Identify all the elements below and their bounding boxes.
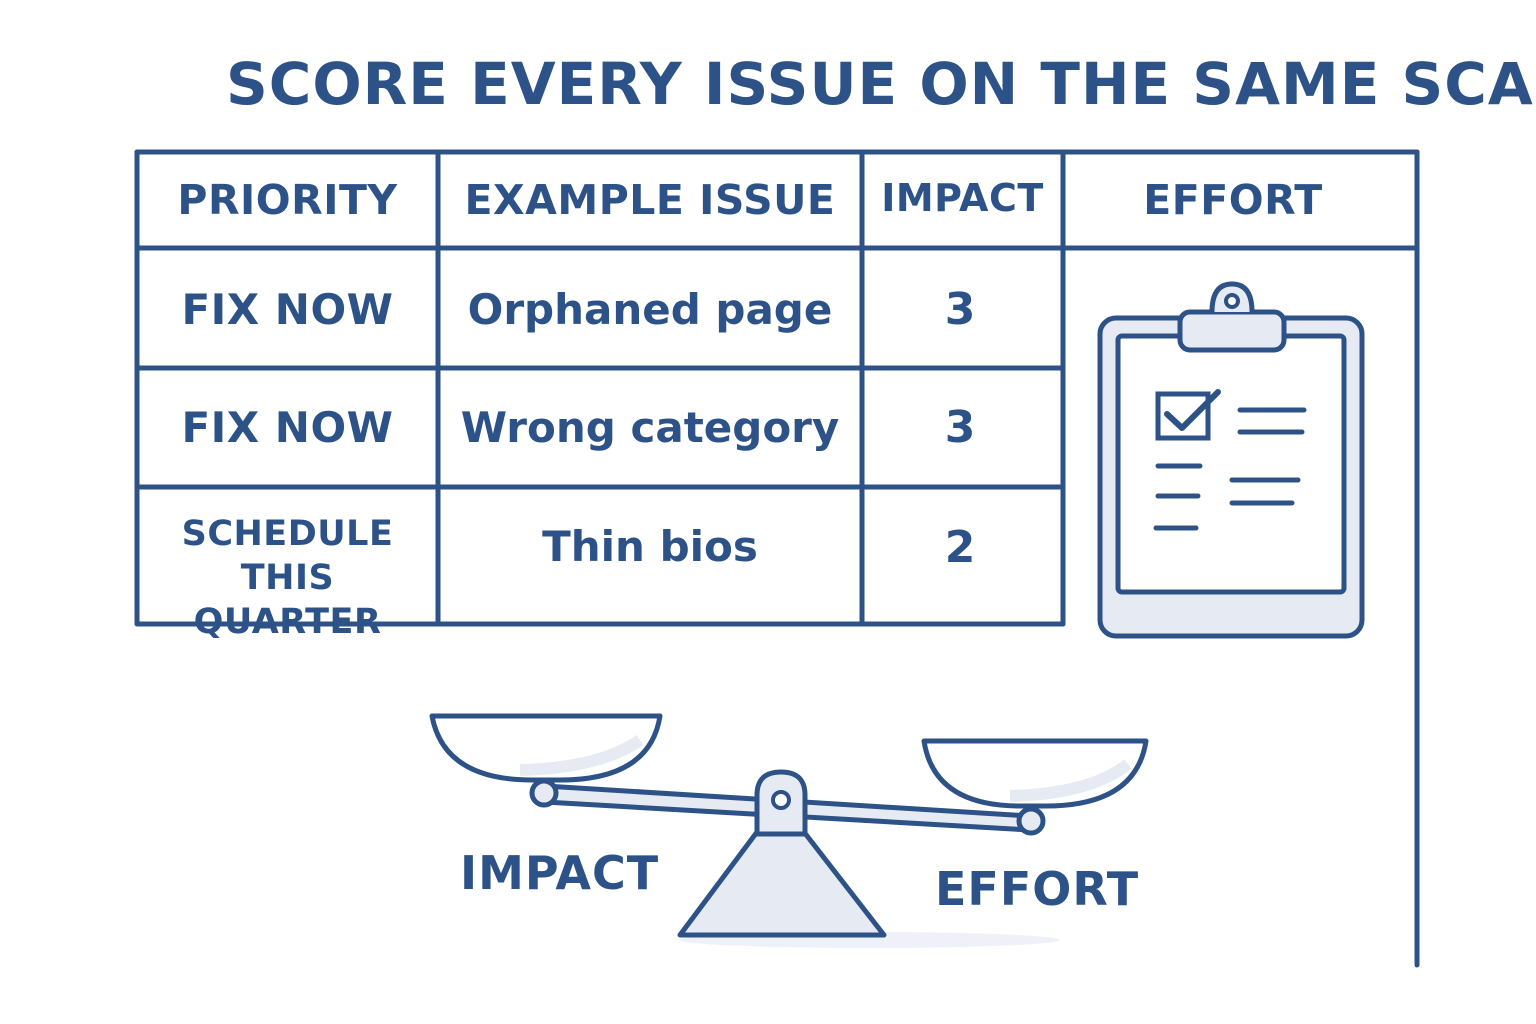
table-row-1-issue: Orphaned page: [467, 285, 833, 334]
header-example-issue: EXAMPLE ISSUE: [464, 176, 836, 224]
table-row-1-impact: 3: [944, 284, 976, 335]
scale-label-effort: EFFORT: [935, 862, 1140, 916]
table-row-3-priority: SCHEDULE THIS QUARTER: [181, 514, 394, 642]
header-effort: EFFORT: [1143, 176, 1323, 224]
table-row-1-priority: FIX NOW: [181, 285, 394, 334]
scale-label-impact: IMPACT: [460, 846, 660, 900]
table-row-3-issue: Thin bios: [542, 522, 758, 571]
balance-scale-icon: [429, 713, 1149, 948]
header-priority: PRIORITY: [177, 176, 398, 224]
table-row-2-priority: FIX NOW: [181, 403, 394, 452]
table-row-2-impact: 3: [944, 402, 976, 453]
table-row-3-impact: 2: [944, 522, 976, 573]
diagram-title: SCORE EVERY ISSUE ON THE SAME SCALE: [226, 50, 1536, 118]
table-row-2-issue: Wrong category: [460, 403, 840, 452]
clipboard-checklist-icon: [1097, 281, 1365, 639]
header-impact: IMPACT: [881, 176, 1044, 220]
